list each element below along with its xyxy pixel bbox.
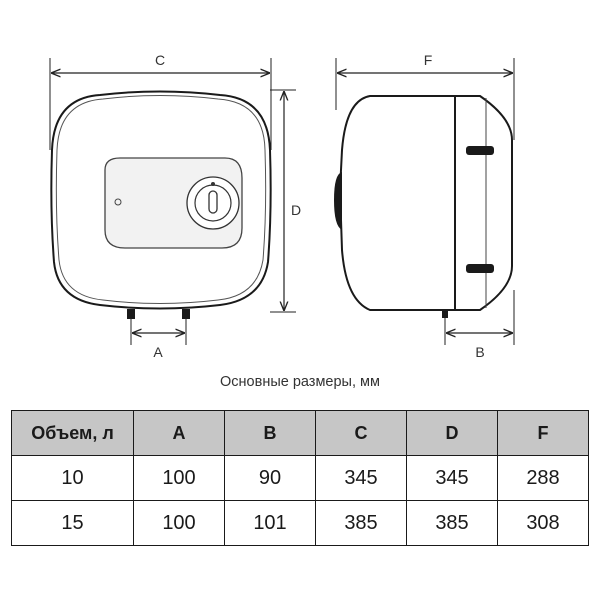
heater-side-body	[338, 95, 456, 311]
thermostat-knob-icon	[186, 176, 240, 230]
pipe-right	[182, 309, 190, 319]
dimension-label-a: A	[153, 344, 163, 360]
cell-d: 345	[406, 455, 498, 501]
table-row: 10 100 90 345 345 288	[11, 455, 589, 501]
mount-bolt-top	[466, 146, 494, 155]
header-b: B	[224, 410, 316, 456]
header-d: D	[406, 410, 498, 456]
side-pipe	[442, 310, 448, 318]
table-header-row: Объем, л A B C D F	[11, 410, 589, 456]
header-a: A	[133, 410, 225, 456]
cell-c: 345	[315, 455, 407, 501]
cell-f: 308	[497, 500, 589, 546]
dimension-label-c: C	[155, 52, 165, 68]
pipe-left	[127, 309, 135, 319]
front-view: C D A	[49, 52, 301, 360]
dimension-drawing: C D A F B	[49, 52, 515, 360]
dimension-label-b: B	[475, 344, 484, 360]
cell-d: 385	[406, 500, 498, 546]
cell-volume: 15	[11, 500, 134, 546]
cell-a: 100	[133, 500, 225, 546]
wall-bracket-side	[454, 95, 513, 311]
table-caption: Основные размеры, мм	[220, 374, 380, 390]
dimension-label-f: F	[424, 52, 433, 68]
cell-volume: 10	[11, 455, 134, 501]
header-f: F	[497, 410, 589, 456]
cell-b: 101	[224, 500, 316, 546]
cell-c: 385	[315, 500, 407, 546]
dimension-label-d: D	[291, 202, 301, 218]
dimensions-table: Объем, л A B C D F 10 100 90 345 345 288…	[11, 410, 589, 546]
header-volume: Объем, л	[11, 410, 134, 456]
side-knob	[334, 172, 342, 230]
table-row: 15 100 101 385 385 308	[11, 500, 589, 546]
indicator-light	[114, 198, 122, 206]
cell-f: 288	[497, 455, 589, 501]
cell-a: 100	[133, 455, 225, 501]
header-c: C	[315, 410, 407, 456]
cell-b: 90	[224, 455, 316, 501]
mount-bolt-bottom	[466, 264, 494, 273]
side-view: F B	[334, 52, 515, 360]
